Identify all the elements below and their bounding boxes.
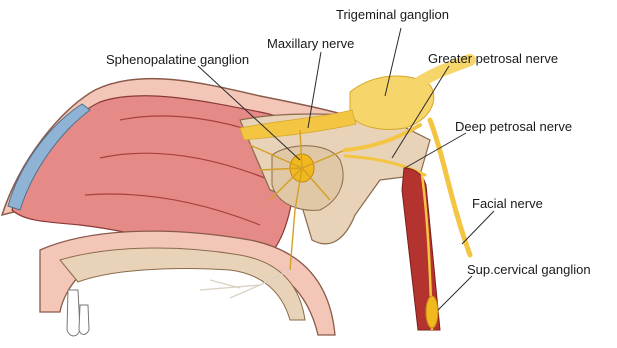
label-deep-petrosal-nerve: Deep petrosal nerve xyxy=(455,119,572,134)
label-sup-cervical-ganglion: Sup.cervical ganglion xyxy=(467,262,591,277)
label-trigeminal-ganglion: Trigeminal ganglion xyxy=(336,7,449,22)
label-facial-nerve: Facial nerve xyxy=(472,196,543,211)
label-sphenopalatine-ganglion: Sphenopalatine ganglion xyxy=(106,52,249,67)
label-maxillary-nerve: Maxillary nerve xyxy=(267,36,354,51)
sup-cervical-ganglion-shape xyxy=(426,296,438,328)
incisor-tooth-2 xyxy=(79,305,89,335)
facial-nerve-shape xyxy=(430,120,470,255)
incisor-tooth xyxy=(67,290,80,336)
label-greater-petrosal-nerve: Greater petrosal nerve xyxy=(428,51,558,66)
